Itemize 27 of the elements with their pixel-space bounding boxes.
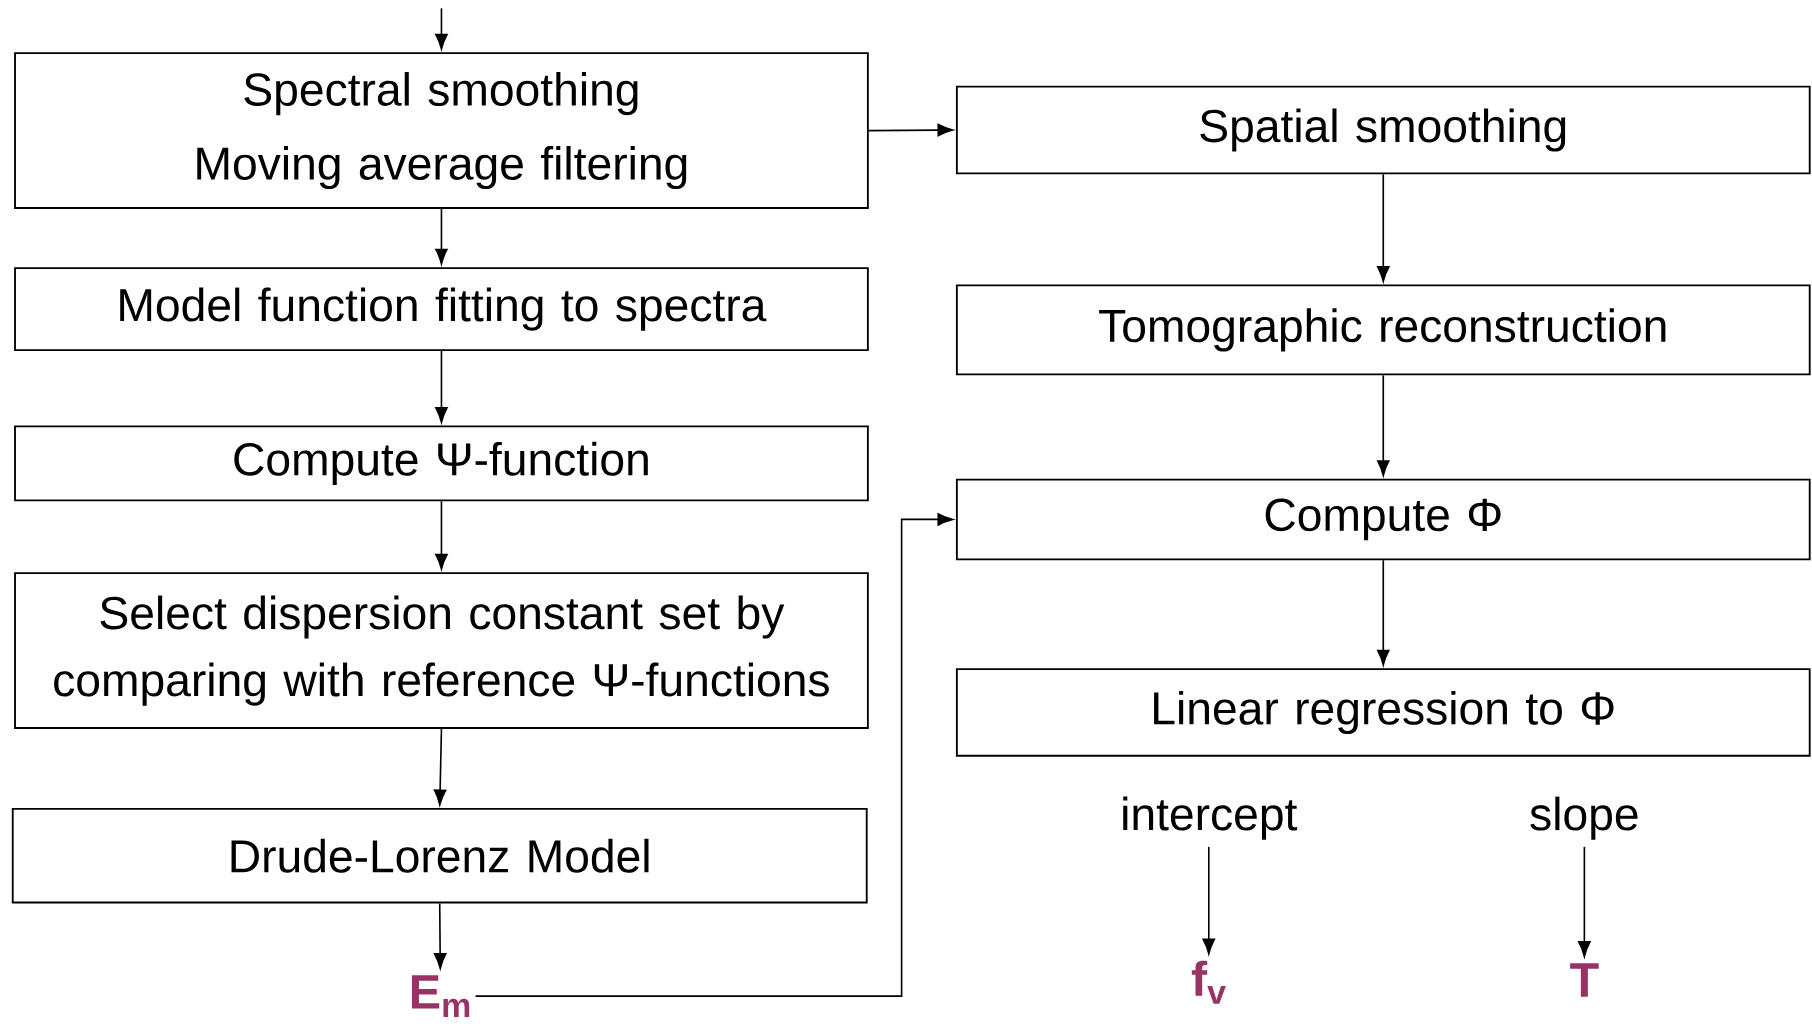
arrow [1376,173,1390,282]
arrow [1376,559,1390,666]
arrow [435,500,448,570]
arrow [433,902,447,969]
arrow [433,728,447,806]
result-symbol: T [1570,963,1599,997]
process-box: Linear regression to Φ [955,668,1811,757]
arrow [474,513,954,997]
arrow [435,208,448,265]
process-box: Spatial smoothing [955,85,1811,175]
arrow [1202,846,1216,955]
result-symbol: f$_{v}$ [1191,960,1226,1004]
output-label: slope [1530,796,1638,840]
process-box: Model function fitting to spectra [14,267,869,351]
result-symbol: E$_{m}$ [411,975,470,1017]
process-box: Spectral smoothing Moving average filtering [14,52,869,209]
process-box: Tomographic reconstruction [955,284,1811,376]
arrow [435,7,448,50]
arrow [1578,846,1591,957]
process-box: Compute Ψ-function [14,425,869,502]
arrow [435,350,448,423]
output-label: intercept [1123,796,1298,840]
process-box: Compute Φ [955,478,1811,561]
process-box: Select dispersion constant set by comparing with reference Ψ-functions [14,572,869,729]
process-box: Drude-Lorenz Model [11,807,868,904]
arrow [868,123,954,137]
arrow [1376,374,1390,477]
